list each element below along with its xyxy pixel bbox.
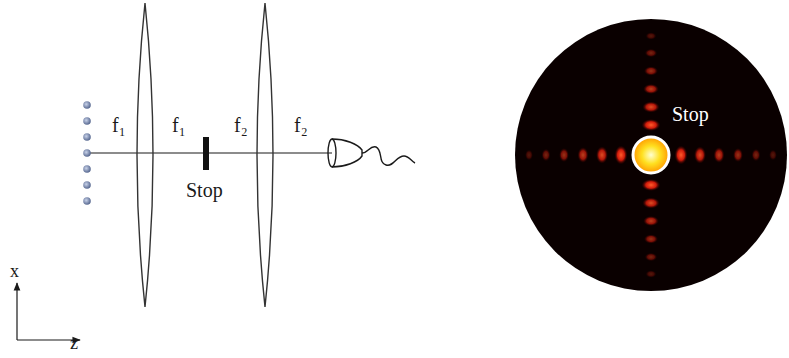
focal-length-label: f₂ [234,115,248,135]
object-array [83,101,91,205]
diffraction-spot [714,147,725,163]
lens [137,3,153,307]
diffraction-spot [752,149,761,162]
stop-label: Stop [672,104,709,124]
diffraction-spot [642,119,661,131]
diffraction-spot [596,146,608,163]
diffraction-spot [578,147,589,163]
pattern-disk [515,19,787,291]
diffraction-spot [642,179,661,191]
object-dot [83,149,91,157]
diffraction-spot [733,148,743,162]
diffraction-spot [646,32,657,40]
diffraction-spot [645,49,658,57]
object-dot [83,117,91,125]
diffraction-spot [615,146,628,165]
diffraction-spot [525,150,533,161]
diffraction-spot [646,270,657,278]
object-dot [83,165,91,173]
object-dot [83,133,91,141]
axis-arrow [16,283,17,340]
lens [257,3,273,307]
stop-bar [203,137,209,170]
diffraction-spot [642,101,659,112]
axis-label: x [10,262,19,280]
focal-length-label: f₂ [294,115,308,135]
detector-fiber [328,139,415,167]
axis-label: z [70,334,78,352]
diffraction-spot [542,149,551,162]
stop-spot [633,137,669,173]
diffraction-spot [643,216,659,226]
diffraction-spot [645,253,658,261]
diffraction-spot [694,146,706,163]
focal-length-label: f₁ [172,115,186,135]
object-dot [83,101,91,109]
diffraction-spot [769,150,777,161]
diffraction-spot [644,234,658,243]
diffraction-spot [559,148,569,162]
optical-axis [87,152,332,153]
stop-label: Stop [186,180,223,200]
diffraction-spot [643,84,659,94]
diffraction-spot [644,66,658,75]
object-dot [83,181,91,189]
focal-length-label: f₁ [112,115,126,135]
diffraction-spot [642,197,659,208]
diffraction-spots [525,32,777,278]
diffraction-spot [675,146,688,165]
object-dot [83,197,91,205]
